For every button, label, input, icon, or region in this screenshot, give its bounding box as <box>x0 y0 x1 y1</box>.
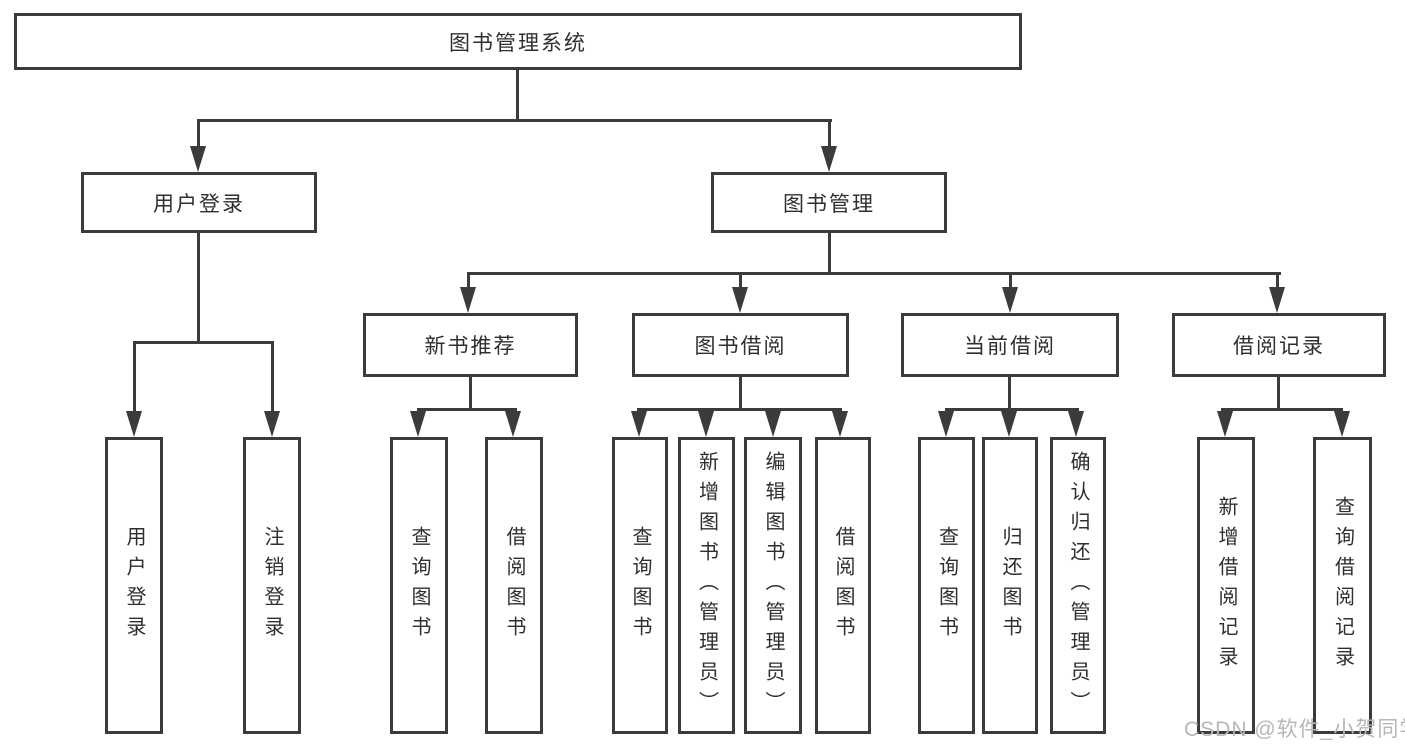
arrow-down-icon <box>765 411 781 437</box>
arrow-down-icon <box>698 411 714 437</box>
arrow-down-icon <box>631 411 647 437</box>
arrow-down-icon <box>1269 287 1285 313</box>
connector-group3-horizontal <box>637 408 842 411</box>
node-new-book-recommend: 新书推荐 <box>363 313 578 377</box>
connector-group3-stem <box>739 377 742 408</box>
arrow-down-icon <box>126 411 142 437</box>
connector-group2-horizontal <box>417 408 517 411</box>
connector-group5-stem <box>1277 377 1280 408</box>
arrow-down-icon <box>821 146 837 172</box>
node-current-borrow: 当前借阅 <box>901 313 1119 377</box>
arrow-down-icon <box>1002 287 1018 313</box>
csdn-watermark: CSDN @软件_小贺同学 <box>1184 718 1405 741</box>
arrow-down-icon <box>460 287 476 313</box>
leaf-confirm-return-admin: 确认归还（管理员） <box>1050 437 1106 734</box>
arrow-down-icon <box>1334 411 1350 437</box>
leaf-query-books-borrow: 查询图书 <box>612 437 668 734</box>
node-book-management: 图书管理 <box>711 172 947 233</box>
connector-group2-stem <box>469 377 472 408</box>
leaf-add-borrow-record: 新增借阅记录 <box>1197 437 1255 734</box>
leaf-borrow-books: 借阅图书 <box>815 437 871 734</box>
connector-root-stem <box>516 69 519 120</box>
node-root: 图书管理系统 <box>14 13 1022 70</box>
arrow-down-icon <box>410 411 426 437</box>
connector-user-login-shaft-left <box>133 341 136 414</box>
leaf-logout: 注销登录 <box>243 437 301 734</box>
connector-group4-horizontal <box>945 408 1079 411</box>
connector-user-login-horizontal <box>133 341 274 344</box>
arrow-down-icon <box>1001 411 1017 437</box>
arrow-down-icon <box>1068 411 1084 437</box>
arrow-down-icon <box>264 411 280 437</box>
node-user-login: 用户登录 <box>81 172 317 233</box>
connector-l2-shaft-2 <box>739 272 742 290</box>
connector-l2-shaft-4 <box>1276 272 1279 290</box>
leaf-query-books-current: 查询图书 <box>918 437 975 734</box>
arrow-down-icon <box>832 411 848 437</box>
connector-l2-horizontal <box>467 272 1281 275</box>
connector-group5-horizontal <box>1221 408 1343 411</box>
leaf-query-borrow-record: 查询借阅记录 <box>1313 437 1372 734</box>
arrow-down-icon <box>938 411 954 437</box>
leaf-borrow-books-recommend: 借阅图书 <box>485 437 543 734</box>
arrow-down-icon <box>190 146 206 172</box>
node-borrow-records: 借阅记录 <box>1172 313 1386 377</box>
connector-group4-stem <box>1008 377 1011 408</box>
leaf-user-login: 用户登录 <box>105 437 163 734</box>
leaf-add-books-admin: 新增图书（管理员） <box>678 437 735 734</box>
arrow-down-icon <box>732 287 748 313</box>
connector-l2-shaft-1 <box>467 272 470 290</box>
node-book-borrow: 图书借阅 <box>632 313 849 377</box>
connector-book-management-stem <box>828 233 831 274</box>
connector-l2-shaft-3 <box>1009 272 1012 290</box>
connector-l1-shaft-right <box>828 119 831 149</box>
leaf-query-books-recommend: 查询图书 <box>390 437 448 734</box>
connector-user-login-shaft-right <box>271 341 274 414</box>
arrow-down-icon <box>1217 411 1233 437</box>
connector-user-login-stem <box>197 233 200 343</box>
connector-l1-horizontal <box>197 119 832 122</box>
arrow-down-icon <box>505 411 521 437</box>
connector-l1-shaft-left <box>197 119 200 149</box>
leaf-return-books: 归还图书 <box>982 437 1038 734</box>
leaf-edit-books-admin: 编辑图书（管理员） <box>744 437 802 734</box>
